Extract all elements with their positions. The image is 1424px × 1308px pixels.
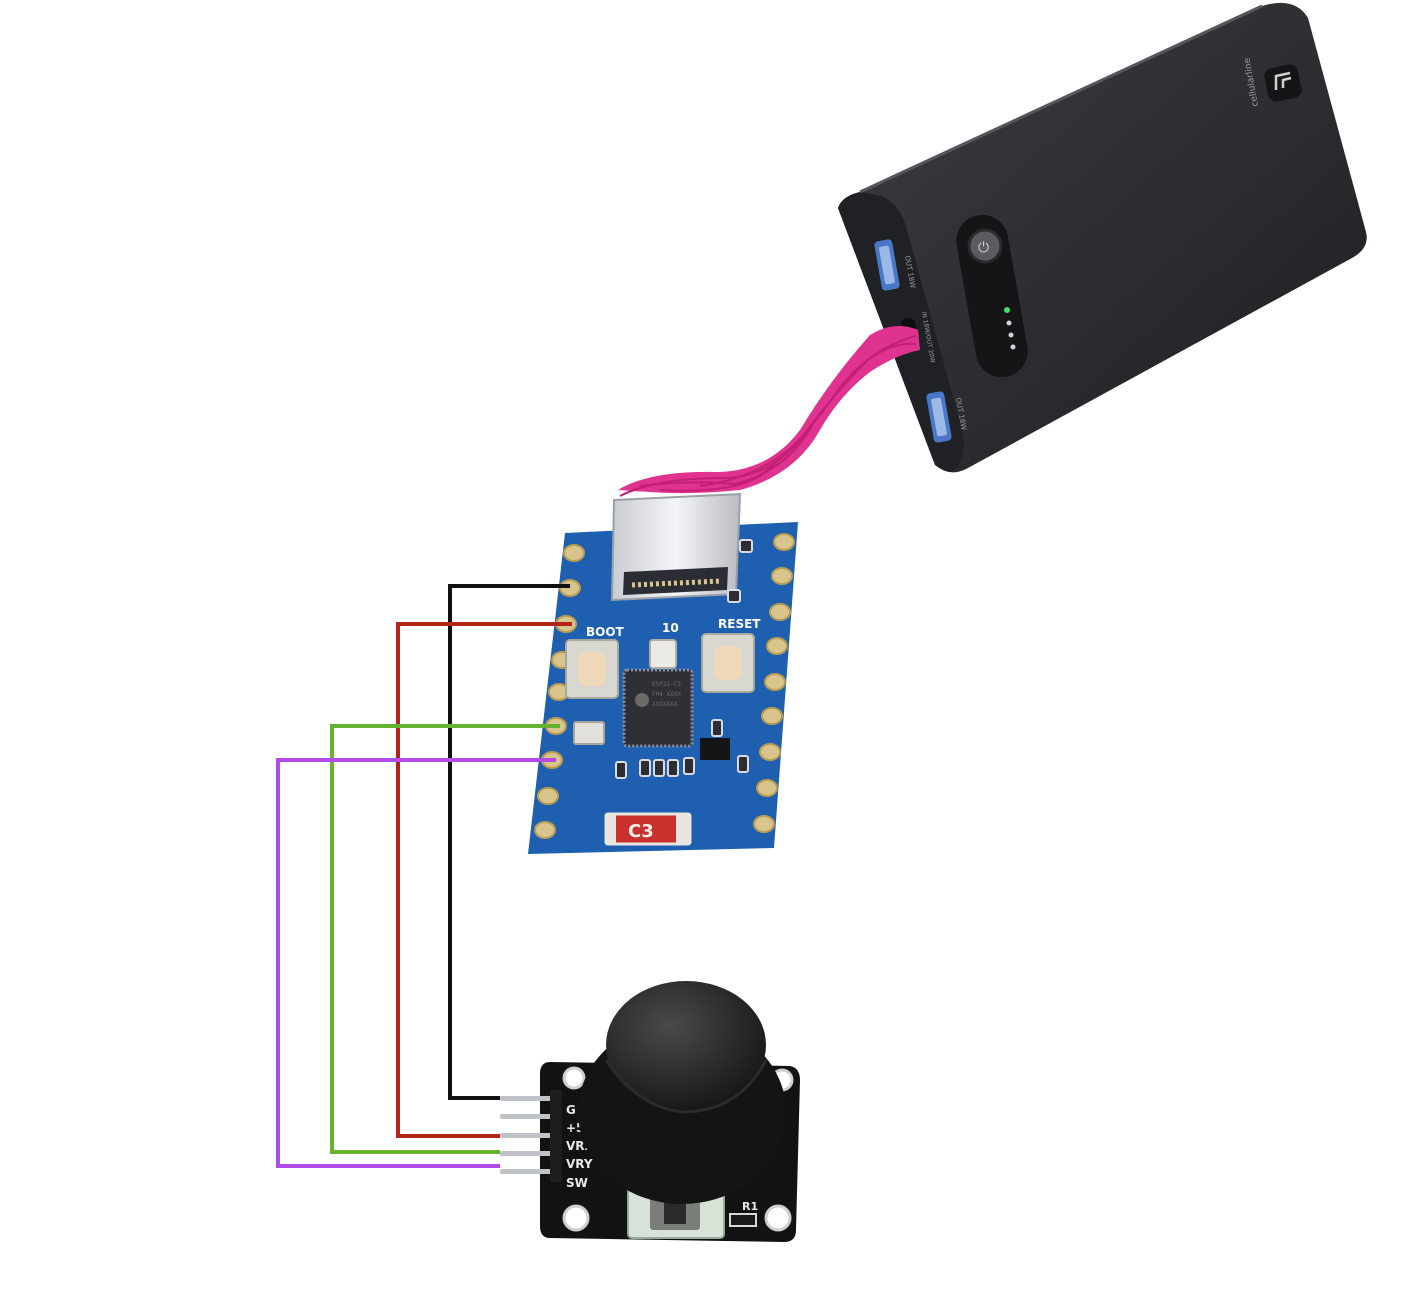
pin-label-vry: VRY <box>566 1157 593 1171</box>
crystal <box>573 721 605 745</box>
joystick-knob <box>578 981 786 1204</box>
right-pin-pads <box>753 533 795 833</box>
antenna-label: C3 <box>628 821 654 842</box>
battery-led-3 <box>1008 332 1014 338</box>
wires <box>276 584 572 1168</box>
usb-cable <box>618 326 920 497</box>
regulator <box>700 738 730 760</box>
usb-port-out-1: OUT 18W <box>874 239 917 291</box>
wire-gnd <box>448 584 570 1100</box>
resistor-label: R1 <box>742 1200 758 1213</box>
espressif-logo-icon <box>635 693 649 707</box>
chip-line-3: XXXXXXX <box>652 701 678 708</box>
usb-cable-scribble <box>619 335 917 497</box>
passive-components <box>615 539 753 779</box>
mount-hole-top-left <box>562 1066 586 1090</box>
chip-line-1: ESP32-C3 <box>652 681 681 688</box>
power-bank: OUT 18W IN 18W/OUT 20W OUT 18W ⏻ cellula… <box>838 2 1367 473</box>
header-pins <box>500 1090 562 1182</box>
usb-c-connector <box>610 492 742 602</box>
mount-hole-bottom-left <box>562 1204 590 1232</box>
battery-led-4 <box>1010 344 1016 350</box>
battery-led-2 <box>1006 320 1012 326</box>
power-icon: ⏻ <box>978 240 989 256</box>
esp32-chip: ESP32-C3 FH4 XXXX XXXXXXX <box>622 668 694 748</box>
usb-port-out-2: OUT 18W <box>926 391 968 443</box>
power-bank-body <box>838 2 1367 473</box>
resistor-r1 <box>729 1213 757 1227</box>
led-label: 10 <box>662 621 679 635</box>
brand-logo-icon <box>1274 71 1292 90</box>
boot-button <box>565 639 619 699</box>
usb-cable-band <box>618 326 920 494</box>
esp32-c3-board: BOOT 10 RESET ESP32-C3 FH4 XXXX XXXXXXX <box>528 492 798 854</box>
wire-vcc <box>396 622 572 1138</box>
pin-label-gnd: G <box>566 1103 576 1117</box>
reset-label: RESET <box>718 617 761 631</box>
wire-vry <box>276 758 556 1168</box>
joystick-module: G +5 VRX VRY SW R1 <box>500 981 800 1242</box>
power-bank-edge-highlight <box>859 4 1263 194</box>
wire-vrx <box>330 724 560 1154</box>
mount-hole-bottom-right <box>764 1204 792 1232</box>
battery-led-1 <box>1004 307 1010 313</box>
pin-label-sw: SW <box>566 1176 588 1190</box>
ceramic-antenna: C3 <box>604 812 692 846</box>
power-button-panel: ⏻ <box>956 214 1028 378</box>
reset-button <box>701 633 755 693</box>
boot-label: BOOT <box>586 625 625 639</box>
rgb-led <box>649 639 677 669</box>
chip-line-2: FH4 XXXX <box>652 691 681 698</box>
power-button <box>967 228 1003 264</box>
